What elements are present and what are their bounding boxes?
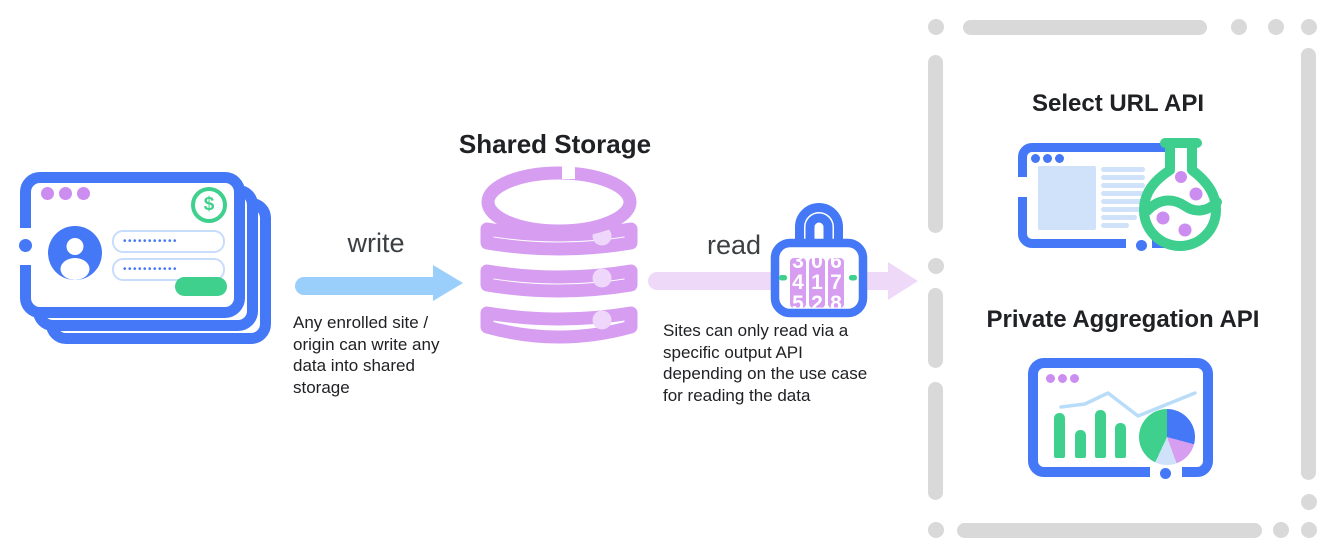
- window-dot-icon: [59, 187, 72, 200]
- browser-window-icon: [1018, 143, 1181, 248]
- content-block: [1038, 166, 1096, 230]
- bar-chart-bar: [1054, 413, 1065, 458]
- text-line: [1101, 167, 1145, 172]
- border-gap: [1016, 177, 1029, 197]
- boundary-dot: [1301, 522, 1317, 538]
- window-dot-icon: [1057, 373, 1067, 383]
- submit-button[interactable]: [175, 277, 227, 296]
- boundary-dot: [1231, 19, 1247, 35]
- text-line: [1101, 223, 1129, 228]
- password-field[interactable]: •••••••••••: [112, 258, 225, 281]
- write-caption: Any enrolled site / origin can write any…: [293, 313, 440, 397]
- lock-digit-bottom: 5: [792, 292, 804, 315]
- bar-chart-bar: [1075, 430, 1086, 458]
- boundary-dot: [928, 19, 944, 35]
- boundary-dash: [1301, 48, 1316, 480]
- combination-lock-icon: 3 0 6 4 1 7 5 2 8: [770, 203, 868, 318]
- shared-storage-title: Shared Storage: [458, 129, 652, 159]
- boundary-dash: [957, 523, 1262, 538]
- text-line: [1101, 215, 1137, 220]
- boundary-dot: [1301, 19, 1317, 35]
- boundary-dash: [928, 382, 943, 500]
- line-chart-icon: [1059, 391, 1197, 418]
- lock-digit-top: 3: [792, 250, 804, 273]
- lock-digit-top: 6: [830, 250, 842, 273]
- lock-digit-top: 0: [811, 250, 823, 273]
- read-label: read: [706, 230, 762, 260]
- text-line: [1101, 207, 1145, 212]
- window-dot-icon: [1055, 154, 1064, 163]
- lock-digit: 4: [792, 271, 804, 294]
- window-dot-icon: [1031, 154, 1040, 163]
- lock-digit: 7: [830, 271, 842, 294]
- pie-chart-icon: [1139, 409, 1195, 465]
- write-arrow: [295, 277, 433, 295]
- window-dot-icon: [1069, 373, 1079, 383]
- text-line: [1101, 183, 1145, 188]
- boundary-dash: [928, 288, 943, 368]
- text-line: [1101, 191, 1145, 196]
- window-dot-icon: [41, 187, 54, 200]
- select-url-api-title: Select URL API: [1031, 90, 1205, 117]
- read-caption: Sites can only read via a specific outpu…: [663, 321, 868, 405]
- boundary-dot: [1268, 19, 1284, 35]
- flask-icon: [1139, 138, 1222, 251]
- boundary-dot: [1273, 522, 1289, 538]
- window-dot-icon: [1043, 154, 1052, 163]
- write-label: write: [347, 228, 405, 258]
- read-arrowhead-icon: [888, 262, 918, 300]
- dollar-symbol: $: [203, 194, 215, 215]
- text-line: [1101, 199, 1145, 204]
- border-dot-icon: [19, 239, 32, 252]
- boundary-dot: [928, 522, 944, 538]
- window-dot-icon: [77, 187, 90, 200]
- dollar-badge-icon: $: [191, 187, 227, 223]
- boundary-dot: [1301, 494, 1317, 510]
- database-icon: [480, 165, 638, 344]
- lock-digit: 1: [811, 271, 823, 294]
- window-dot-icon: [1045, 373, 1055, 383]
- dashboard-window-icon: [1028, 358, 1213, 477]
- lock-digit-bottom: 8: [830, 292, 842, 315]
- border-dot-icon: [1160, 468, 1171, 479]
- write-arrowhead-icon: [433, 265, 463, 301]
- border-dot-icon: [1136, 240, 1147, 251]
- boundary-dash: [928, 55, 943, 233]
- text-line: [1101, 175, 1145, 180]
- password-dots: •••••••••••: [123, 236, 179, 247]
- lock-digit-bottom: 2: [811, 292, 823, 315]
- login-window-icon: $ ••••••••••• •••••••••••: [20, 172, 245, 318]
- password-dots: •••••••••••: [123, 264, 179, 275]
- boundary-dash: [963, 20, 1207, 35]
- bar-chart-bar: [1095, 410, 1106, 458]
- password-field[interactable]: •••••••••••: [112, 230, 225, 253]
- boundary-dot: [928, 258, 944, 274]
- bar-chart-bar: [1115, 423, 1126, 458]
- private-aggregation-api-title: Private Aggregation API: [986, 306, 1260, 333]
- avatar-icon: [48, 226, 102, 280]
